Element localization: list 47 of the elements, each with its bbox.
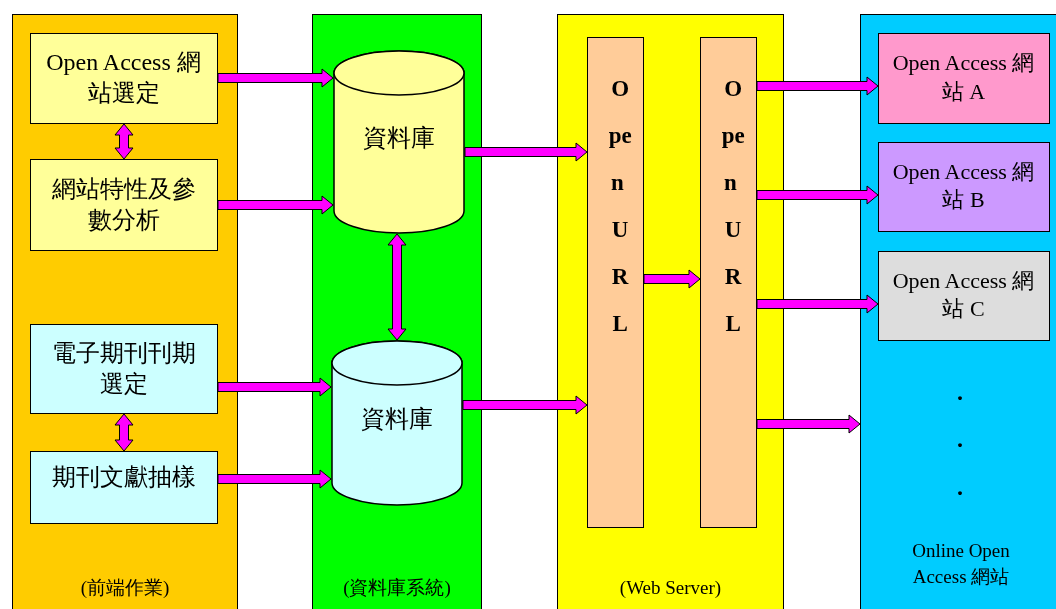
process-box bbox=[877, 250, 1050, 341]
process-box bbox=[29, 158, 218, 251]
node-label: 期刊文獻抽樣 bbox=[50, 462, 197, 492]
node-label: 資料庫 bbox=[359, 405, 434, 435]
column-panel bbox=[860, 14, 1056, 609]
block-arrow bbox=[462, 395, 588, 415]
block-arrow bbox=[387, 233, 407, 341]
ellipsis-dot: . bbox=[957, 427, 963, 451]
column-heading: Online Open Access 網站 bbox=[911, 539, 1011, 589]
process-box bbox=[29, 32, 218, 124]
block-arrow bbox=[643, 269, 701, 289]
node-label: Open Access 網站 B bbox=[891, 157, 1036, 215]
node-label: Open Access 網站選定 bbox=[45, 47, 202, 108]
process-box bbox=[29, 450, 218, 524]
block-arrow bbox=[756, 414, 861, 434]
ellipsis-dot: . bbox=[957, 475, 963, 499]
block-arrow bbox=[217, 68, 334, 88]
url-bar bbox=[586, 36, 644, 528]
column-heading: (前端作業) bbox=[79, 576, 171, 600]
process-box bbox=[877, 32, 1050, 124]
block-arrow bbox=[217, 469, 332, 489]
ellipsis-dot: . bbox=[957, 380, 963, 404]
column-heading: (資料庫系統) bbox=[342, 576, 452, 600]
node-label: Open Access 網站 C bbox=[891, 266, 1036, 324]
block-arrow bbox=[756, 185, 879, 205]
node-label: 資料庫 bbox=[361, 123, 436, 153]
block-arrow bbox=[217, 195, 334, 215]
url-bar bbox=[699, 36, 757, 528]
column-heading: (Web Server) bbox=[618, 576, 723, 600]
vertical-label: Open URL bbox=[607, 74, 633, 338]
block-arrow bbox=[114, 123, 134, 160]
block-arrow bbox=[217, 377, 332, 397]
column-panel bbox=[12, 14, 238, 609]
block-arrow bbox=[114, 413, 134, 452]
node-label: 電子期刊刊期選定 bbox=[50, 338, 197, 399]
column-panel bbox=[312, 14, 482, 609]
process-box bbox=[29, 323, 218, 414]
column-panel bbox=[557, 14, 784, 609]
block-arrow bbox=[756, 294, 879, 314]
block-arrow bbox=[464, 142, 588, 162]
node-label: Open Access 網站 A bbox=[891, 49, 1036, 106]
process-box bbox=[877, 141, 1050, 232]
database-cylinder bbox=[332, 49, 465, 234]
database-cylinder bbox=[330, 339, 463, 506]
block-arrow bbox=[756, 76, 879, 96]
vertical-label: Open URL bbox=[720, 74, 746, 338]
node-label: 網站特性及參數分析 bbox=[50, 174, 197, 235]
